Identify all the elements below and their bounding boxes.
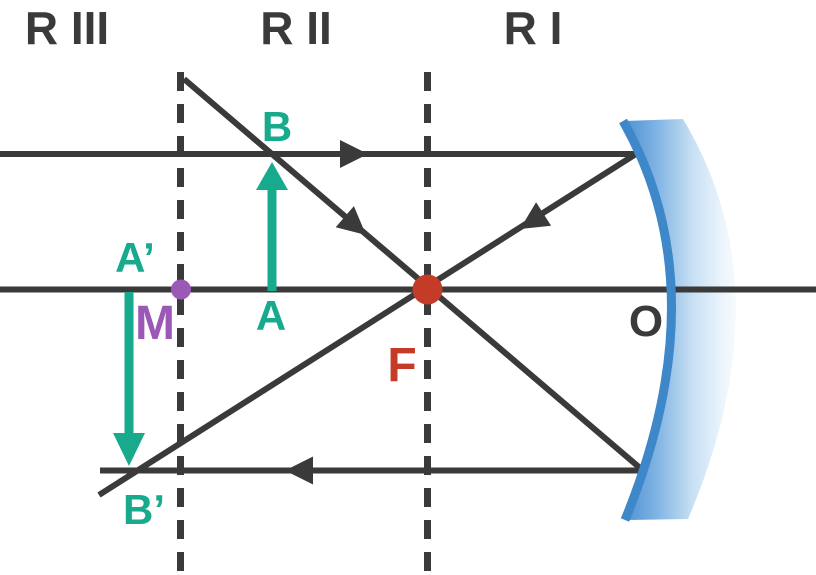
label-midpoint: M <box>135 297 175 350</box>
label-region-3: R III <box>25 2 109 54</box>
label-region-2: R II <box>260 2 332 54</box>
image-arrow <box>113 292 145 466</box>
incident-ray-through-focus <box>182 76 645 473</box>
reflected-ray-through-focus-arrowhead <box>520 202 552 229</box>
mirror-surface <box>619 118 676 522</box>
label-object-base: A <box>256 292 286 339</box>
label-image-top: B’ <box>123 486 165 533</box>
object-arrow <box>256 162 288 291</box>
object-arrow-head <box>256 162 288 190</box>
label-object-top: B <box>262 103 292 150</box>
reflected-ray-parallel-arrowhead <box>285 456 313 485</box>
midpoint-dot <box>171 279 191 300</box>
image-arrow-head <box>113 433 145 466</box>
incident-ray-through-focus-arrowhead <box>335 206 366 235</box>
label-pole: O <box>629 297 663 346</box>
focus-dot <box>412 274 443 305</box>
label-focus: F <box>387 339 416 392</box>
label-region-1: R I <box>504 2 563 54</box>
label-image-base: A’ <box>115 234 155 281</box>
incident-ray-parallel-arrowhead <box>340 140 368 168</box>
reflected-ray-through-focus <box>97 149 641 498</box>
mirror-body <box>623 119 736 520</box>
